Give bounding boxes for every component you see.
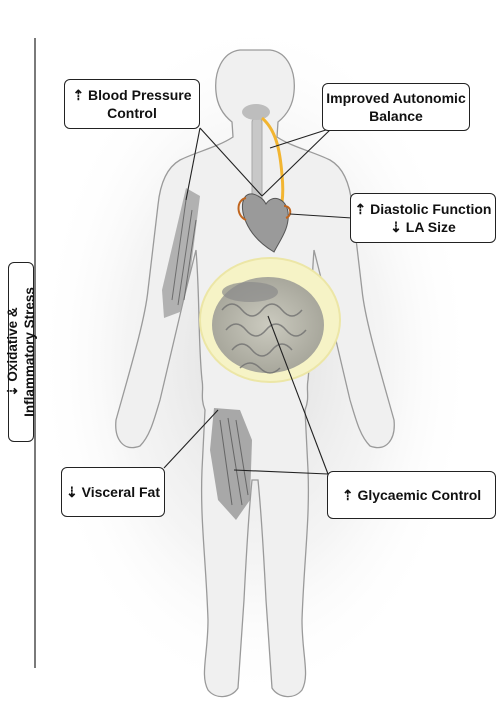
- side-label: ⇣ Oxidative & Inflammatory Stress: [4, 287, 38, 417]
- blood-pressure-line1: ⇡ Blood Pressure: [72, 86, 191, 104]
- blood-pressure-line2: Control: [107, 104, 157, 122]
- liver: [222, 282, 278, 302]
- side-label-line2: Inflammatory Stress: [21, 287, 38, 417]
- glycaemic-line1: ⇡ Glycaemic Control: [342, 486, 481, 504]
- diastolic-line1: ⇡ Diastolic Function: [355, 200, 492, 218]
- blood-pressure-callout: ⇡ Blood Pressure Control: [64, 79, 200, 129]
- glycaemic-callout: ⇡ Glycaemic Control: [327, 471, 496, 519]
- autonomic-line1: Improved Autonomic: [326, 89, 466, 107]
- brain: [242, 104, 270, 120]
- diastolic-line2: ⇣ LA Size: [390, 218, 456, 236]
- diastolic-callout: ⇡ Diastolic Function ⇣ LA Size: [350, 193, 496, 243]
- autonomic-line2: Balance: [369, 107, 423, 125]
- autonomic-callout: Improved Autonomic Balance: [322, 83, 470, 131]
- visceral-fat-callout: ⇣ Visceral Fat: [61, 467, 165, 517]
- side-label-line1: ⇣ Oxidative &: [4, 287, 21, 417]
- visceral-fat-line1: ⇣ Visceral Fat: [66, 483, 160, 501]
